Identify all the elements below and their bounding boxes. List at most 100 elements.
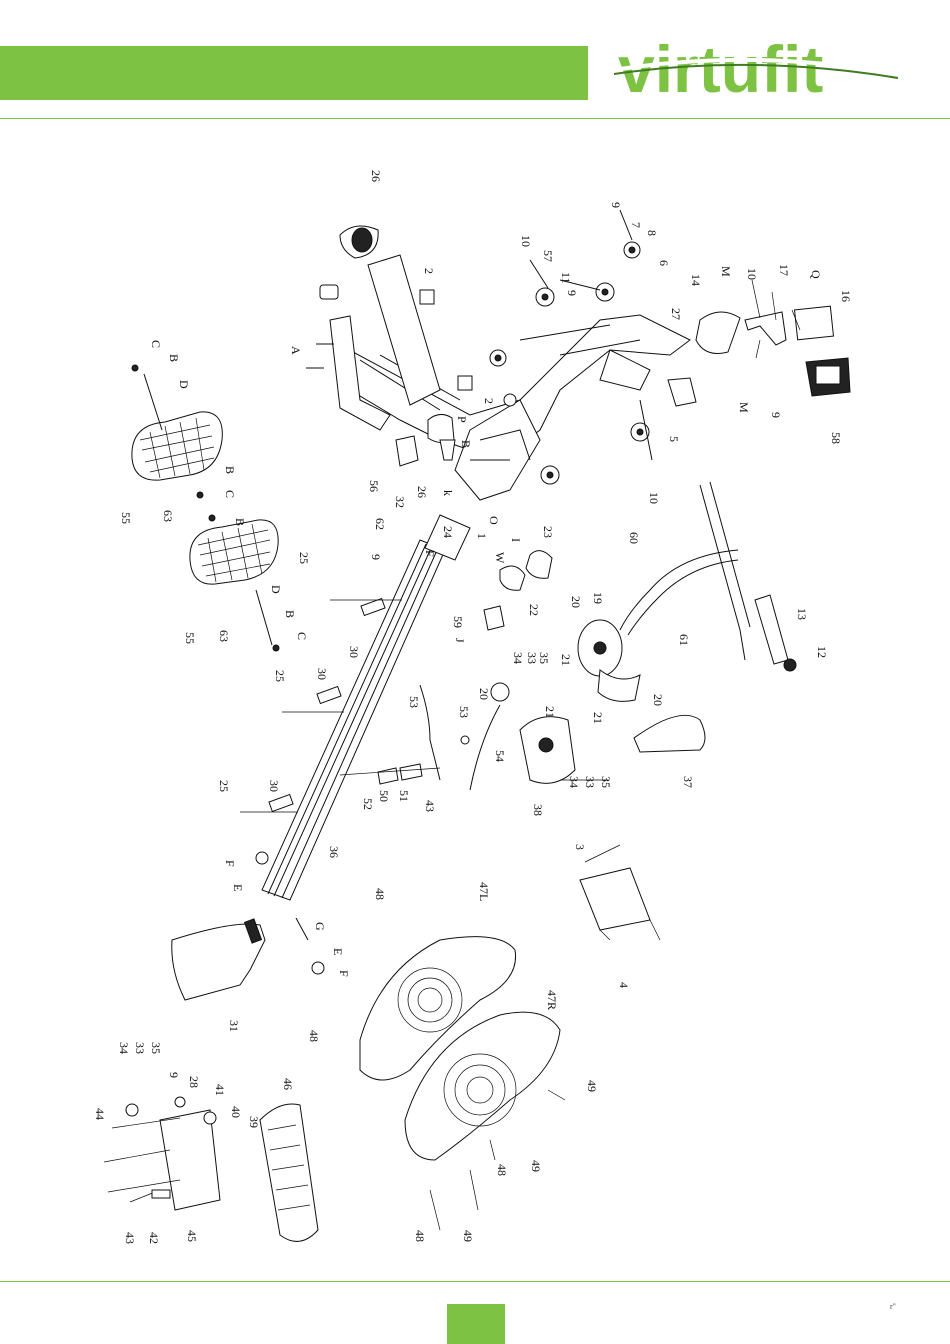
label-10: 10 bbox=[519, 235, 533, 247]
label-47L: 47L bbox=[477, 882, 491, 901]
label-30: 30 bbox=[267, 780, 281, 792]
label-G: G bbox=[313, 922, 327, 931]
label-F: F bbox=[223, 860, 237, 867]
label-M: M bbox=[719, 266, 733, 277]
label-53: 53 bbox=[457, 706, 471, 718]
label-34: 34 bbox=[567, 776, 581, 788]
label-Q: Q bbox=[809, 270, 823, 279]
label-49: 49 bbox=[461, 1230, 475, 1242]
label-20: 20 bbox=[569, 596, 583, 608]
label-48: 48 bbox=[413, 1230, 427, 1242]
part-labels: 26 2 A 2 P B 26 32 k O 1 56 9 7 8 10 57 … bbox=[93, 170, 853, 1244]
label-5: 5 bbox=[667, 436, 681, 442]
label-24: 24 bbox=[441, 526, 455, 538]
label-A: A bbox=[289, 346, 303, 355]
label-B: B bbox=[167, 354, 181, 362]
label-54: 54 bbox=[493, 750, 507, 762]
label-B: B bbox=[283, 610, 297, 618]
header-green-bar bbox=[0, 46, 588, 100]
label-10: 10 bbox=[745, 268, 759, 280]
label-51: 51 bbox=[397, 790, 411, 802]
label-13: 13 bbox=[795, 608, 809, 620]
label-C: C bbox=[295, 632, 309, 640]
label-27: 27 bbox=[669, 308, 683, 320]
label-D: D bbox=[177, 380, 191, 389]
label-49: 49 bbox=[585, 1080, 599, 1092]
label-26: 26 bbox=[369, 170, 383, 182]
label-7: 7 bbox=[629, 222, 643, 228]
label-30: 30 bbox=[315, 668, 329, 680]
label-63: 63 bbox=[217, 630, 231, 642]
label-F: F bbox=[423, 550, 437, 557]
label-16: 16 bbox=[839, 290, 853, 302]
label-E: E bbox=[331, 948, 345, 955]
label-59: 59 bbox=[451, 616, 465, 628]
label-I: I bbox=[509, 538, 523, 542]
label-52: 52 bbox=[361, 798, 375, 810]
label-11: 11 bbox=[559, 272, 573, 284]
strap-assembly bbox=[579, 844, 661, 941]
label-22: 22 bbox=[527, 604, 541, 616]
label-44: 44 bbox=[93, 1108, 107, 1120]
label-8: 8 bbox=[645, 230, 659, 236]
label-41: 41 bbox=[213, 1084, 227, 1096]
label-53: 53 bbox=[407, 696, 421, 708]
label-W: W bbox=[493, 552, 507, 564]
label-43: 43 bbox=[123, 1232, 137, 1244]
label-48: 48 bbox=[307, 1030, 321, 1042]
label-C: C bbox=[149, 340, 163, 348]
label-43: 43 bbox=[423, 800, 437, 812]
label-56: 56 bbox=[367, 480, 381, 492]
label-31: 31 bbox=[227, 1020, 241, 1032]
label-2: 2 bbox=[422, 268, 436, 274]
label-3: 3 bbox=[573, 844, 587, 850]
label-61: 61 bbox=[677, 634, 691, 646]
label-D: D bbox=[269, 585, 283, 594]
label-33: 33 bbox=[133, 1042, 147, 1054]
page-number-box bbox=[447, 1304, 505, 1344]
label-6: 6 bbox=[657, 260, 671, 266]
label-34: 34 bbox=[117, 1042, 131, 1054]
header-rule bbox=[0, 118, 950, 119]
label-46: 46 bbox=[281, 1078, 295, 1090]
label-P: P bbox=[455, 416, 469, 423]
rear-assembly bbox=[103, 1096, 319, 1242]
label-9: 9 bbox=[609, 202, 623, 208]
label-14: 14 bbox=[689, 274, 703, 286]
label-35: 35 bbox=[149, 1042, 163, 1054]
label-55: 55 bbox=[119, 512, 133, 524]
label-2: 2 bbox=[482, 398, 496, 404]
label-48: 48 bbox=[495, 1164, 509, 1176]
label-42: 42 bbox=[147, 1232, 161, 1244]
label-1: 1 bbox=[475, 533, 489, 539]
label-20: 20 bbox=[651, 694, 665, 706]
label-28: 28 bbox=[187, 1076, 201, 1088]
label-25: 25 bbox=[273, 670, 287, 682]
label-34: 34 bbox=[511, 652, 525, 664]
label-35: 35 bbox=[599, 776, 613, 788]
label-k: k bbox=[441, 490, 455, 496]
label-62: 62 bbox=[373, 518, 387, 530]
label-55: 55 bbox=[183, 632, 197, 644]
label-O: O bbox=[487, 516, 501, 525]
pedal-assembly bbox=[131, 364, 280, 652]
label-39: 39 bbox=[247, 1116, 261, 1128]
label-25: 25 bbox=[297, 552, 311, 564]
label-48: 48 bbox=[373, 888, 387, 900]
label-38: 38 bbox=[531, 804, 545, 816]
label-9: 9 bbox=[167, 1072, 181, 1078]
label-20: 20 bbox=[477, 688, 491, 700]
footer-rule bbox=[0, 1281, 950, 1282]
label-19: 19 bbox=[591, 592, 605, 604]
main-rail bbox=[171, 514, 471, 1001]
label-45: 45 bbox=[185, 1230, 199, 1242]
label-9: 9 bbox=[769, 412, 783, 418]
side-covers bbox=[359, 936, 566, 1231]
label-57: 57 bbox=[541, 250, 555, 262]
label-58: 58 bbox=[829, 432, 843, 444]
label-10: 10 bbox=[647, 492, 661, 504]
drive-assembly bbox=[339, 481, 797, 791]
label-33: 33 bbox=[583, 776, 597, 788]
label-B: B bbox=[233, 518, 247, 526]
label-33: 33 bbox=[525, 652, 539, 664]
